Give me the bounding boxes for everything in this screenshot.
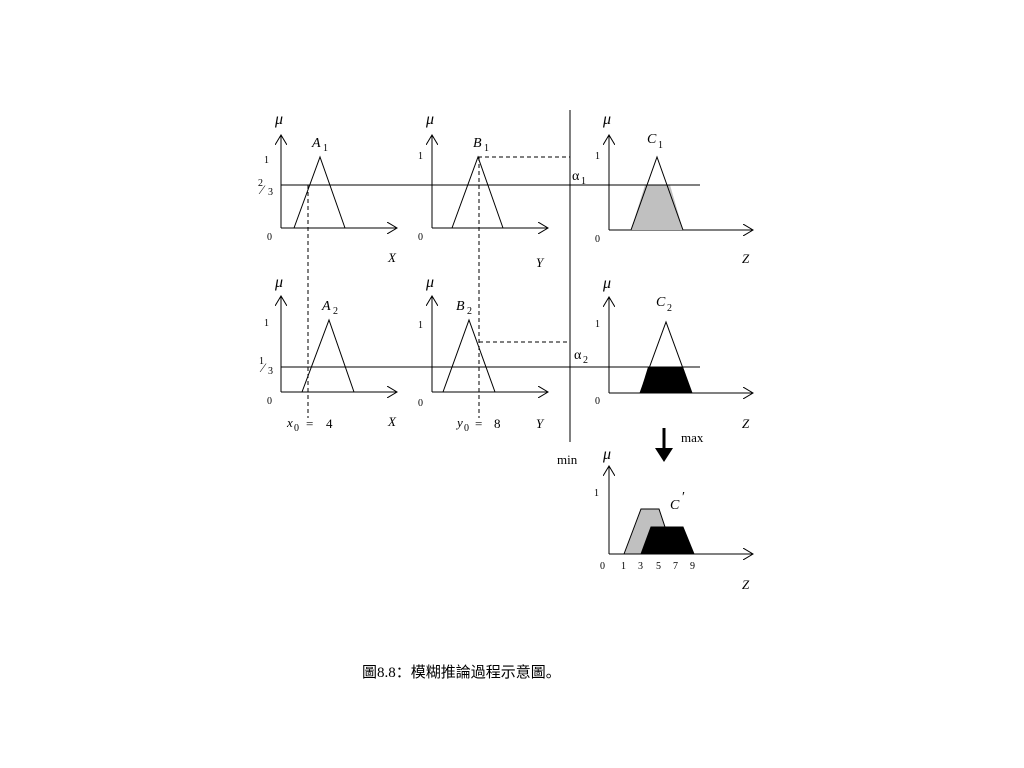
frac-num-a1: 2 [258,178,263,189]
c1-label: C [647,132,657,147]
mu-label-b1: μ [425,111,434,128]
panel-c2: μ C 2 1 0 Z [595,275,753,431]
c-prime-label: C [670,498,680,513]
x0-subscript: 0 [294,423,299,434]
membership-a2 [301,318,355,393]
max-label: max [681,430,704,445]
panel-b2: μ B 2 1 0 Y y 0 = 8 [418,274,548,434]
min-label: min [557,452,578,467]
axis-y-label-b2: Y [536,416,545,431]
max-arrow [655,428,673,462]
axis-x-label-a1: X [387,250,397,265]
tick-one-c2: 1 [595,319,600,330]
y0-var: y [455,415,463,430]
result-tick-5: 5 [656,561,661,572]
tick-zero-b1: 0 [418,232,423,243]
b2-label: B [456,299,465,314]
membership-c1 [630,155,684,231]
x0-equals: = [306,416,313,431]
figure-caption: 圖8.8：模糊推論過程示意圖。 [362,665,561,681]
membership-a1 [293,155,346,229]
axis-z-label-c1: Z [742,251,750,266]
result-tick-1: 1 [621,561,626,572]
b1-subscript: 1 [484,143,489,154]
tick-zero-a2: 0 [267,396,272,407]
y0-value: 8 [494,416,501,431]
result-tick-3: 3 [638,561,643,572]
clipped-c2-fill [640,367,692,393]
a2-label: A [321,299,331,314]
y0-subscript: 0 [464,423,469,434]
alpha1-label: α [572,169,580,184]
membership-b1 [451,155,504,229]
alpha2-subscript: 2 [583,355,588,366]
tick-zero-c1: 0 [595,234,600,245]
tick-zero-c2: 0 [595,396,600,407]
mu-label-a2: μ [274,274,283,291]
panel-a1: μ A 1 1 2 ⁄ 3 0 X [258,111,397,265]
mu-label-result: μ [602,446,611,463]
axis-z-label-c2: Z [742,416,750,431]
result-black-shape [640,526,695,555]
mu-label-c1: μ [602,111,611,128]
frac-den-a1: 3 [268,187,273,198]
tick-zero-a1: 0 [267,232,272,243]
panel-a2: μ A 2 1 1 ⁄ 3 0 X x 0 = 4 [259,274,397,434]
membership-b2 [442,318,496,393]
result-tick-7: 7 [673,561,678,572]
result-tick-9: 9 [690,561,695,572]
c1-subscript: 1 [658,140,663,151]
alpha1-subscript: 1 [581,176,586,187]
x0-value: 4 [326,416,333,431]
tick-one-result: 1 [594,488,599,499]
alpha2-label: α [574,348,582,363]
axis-x-label-a2: X [387,414,397,429]
mu-label-c2: μ [602,275,611,292]
tick-one-c1: 1 [595,151,600,162]
tick-one-b1: 1 [418,151,423,162]
axis-y-label-b1: Y [536,255,545,270]
x0-var: x [286,415,293,430]
panel-b1: μ B 1 1 0 Y [418,111,548,270]
frac-slash-a2: ⁄ [259,360,267,375]
frac-den-a2: 3 [268,366,273,377]
panel-c1: μ C 1 1 0 Z [595,111,753,266]
a1-label: A [311,136,321,151]
panel-result: μ 1 C ′ 0 1 3 5 7 9 Z [594,446,753,592]
frac-slash-a1: ⁄ [258,182,266,197]
b1-label: B [473,136,482,151]
result-tick-0: 0 [600,561,605,572]
membership-c2 [639,320,693,394]
c-prime-mark: ′ [682,490,685,505]
a1-subscript: 1 [323,143,328,154]
b2-subscript: 2 [467,306,472,317]
tick-one-b2: 1 [418,320,423,331]
mu-label-a1: μ [274,111,283,128]
tick-one-a2: 1 [264,318,269,329]
tick-one-a1: 1 [264,155,269,166]
frac-num-a2: 1 [259,356,264,367]
clipped-c1-fill [631,185,683,230]
mu-label-b2: μ [425,274,434,291]
y0-equals: = [475,416,482,431]
axis-z-label-result: Z [742,577,750,592]
c2-subscript: 2 [667,303,672,314]
tick-zero-b2: 0 [418,398,423,409]
a2-subscript: 2 [333,306,338,317]
c2-label: C [656,295,666,310]
